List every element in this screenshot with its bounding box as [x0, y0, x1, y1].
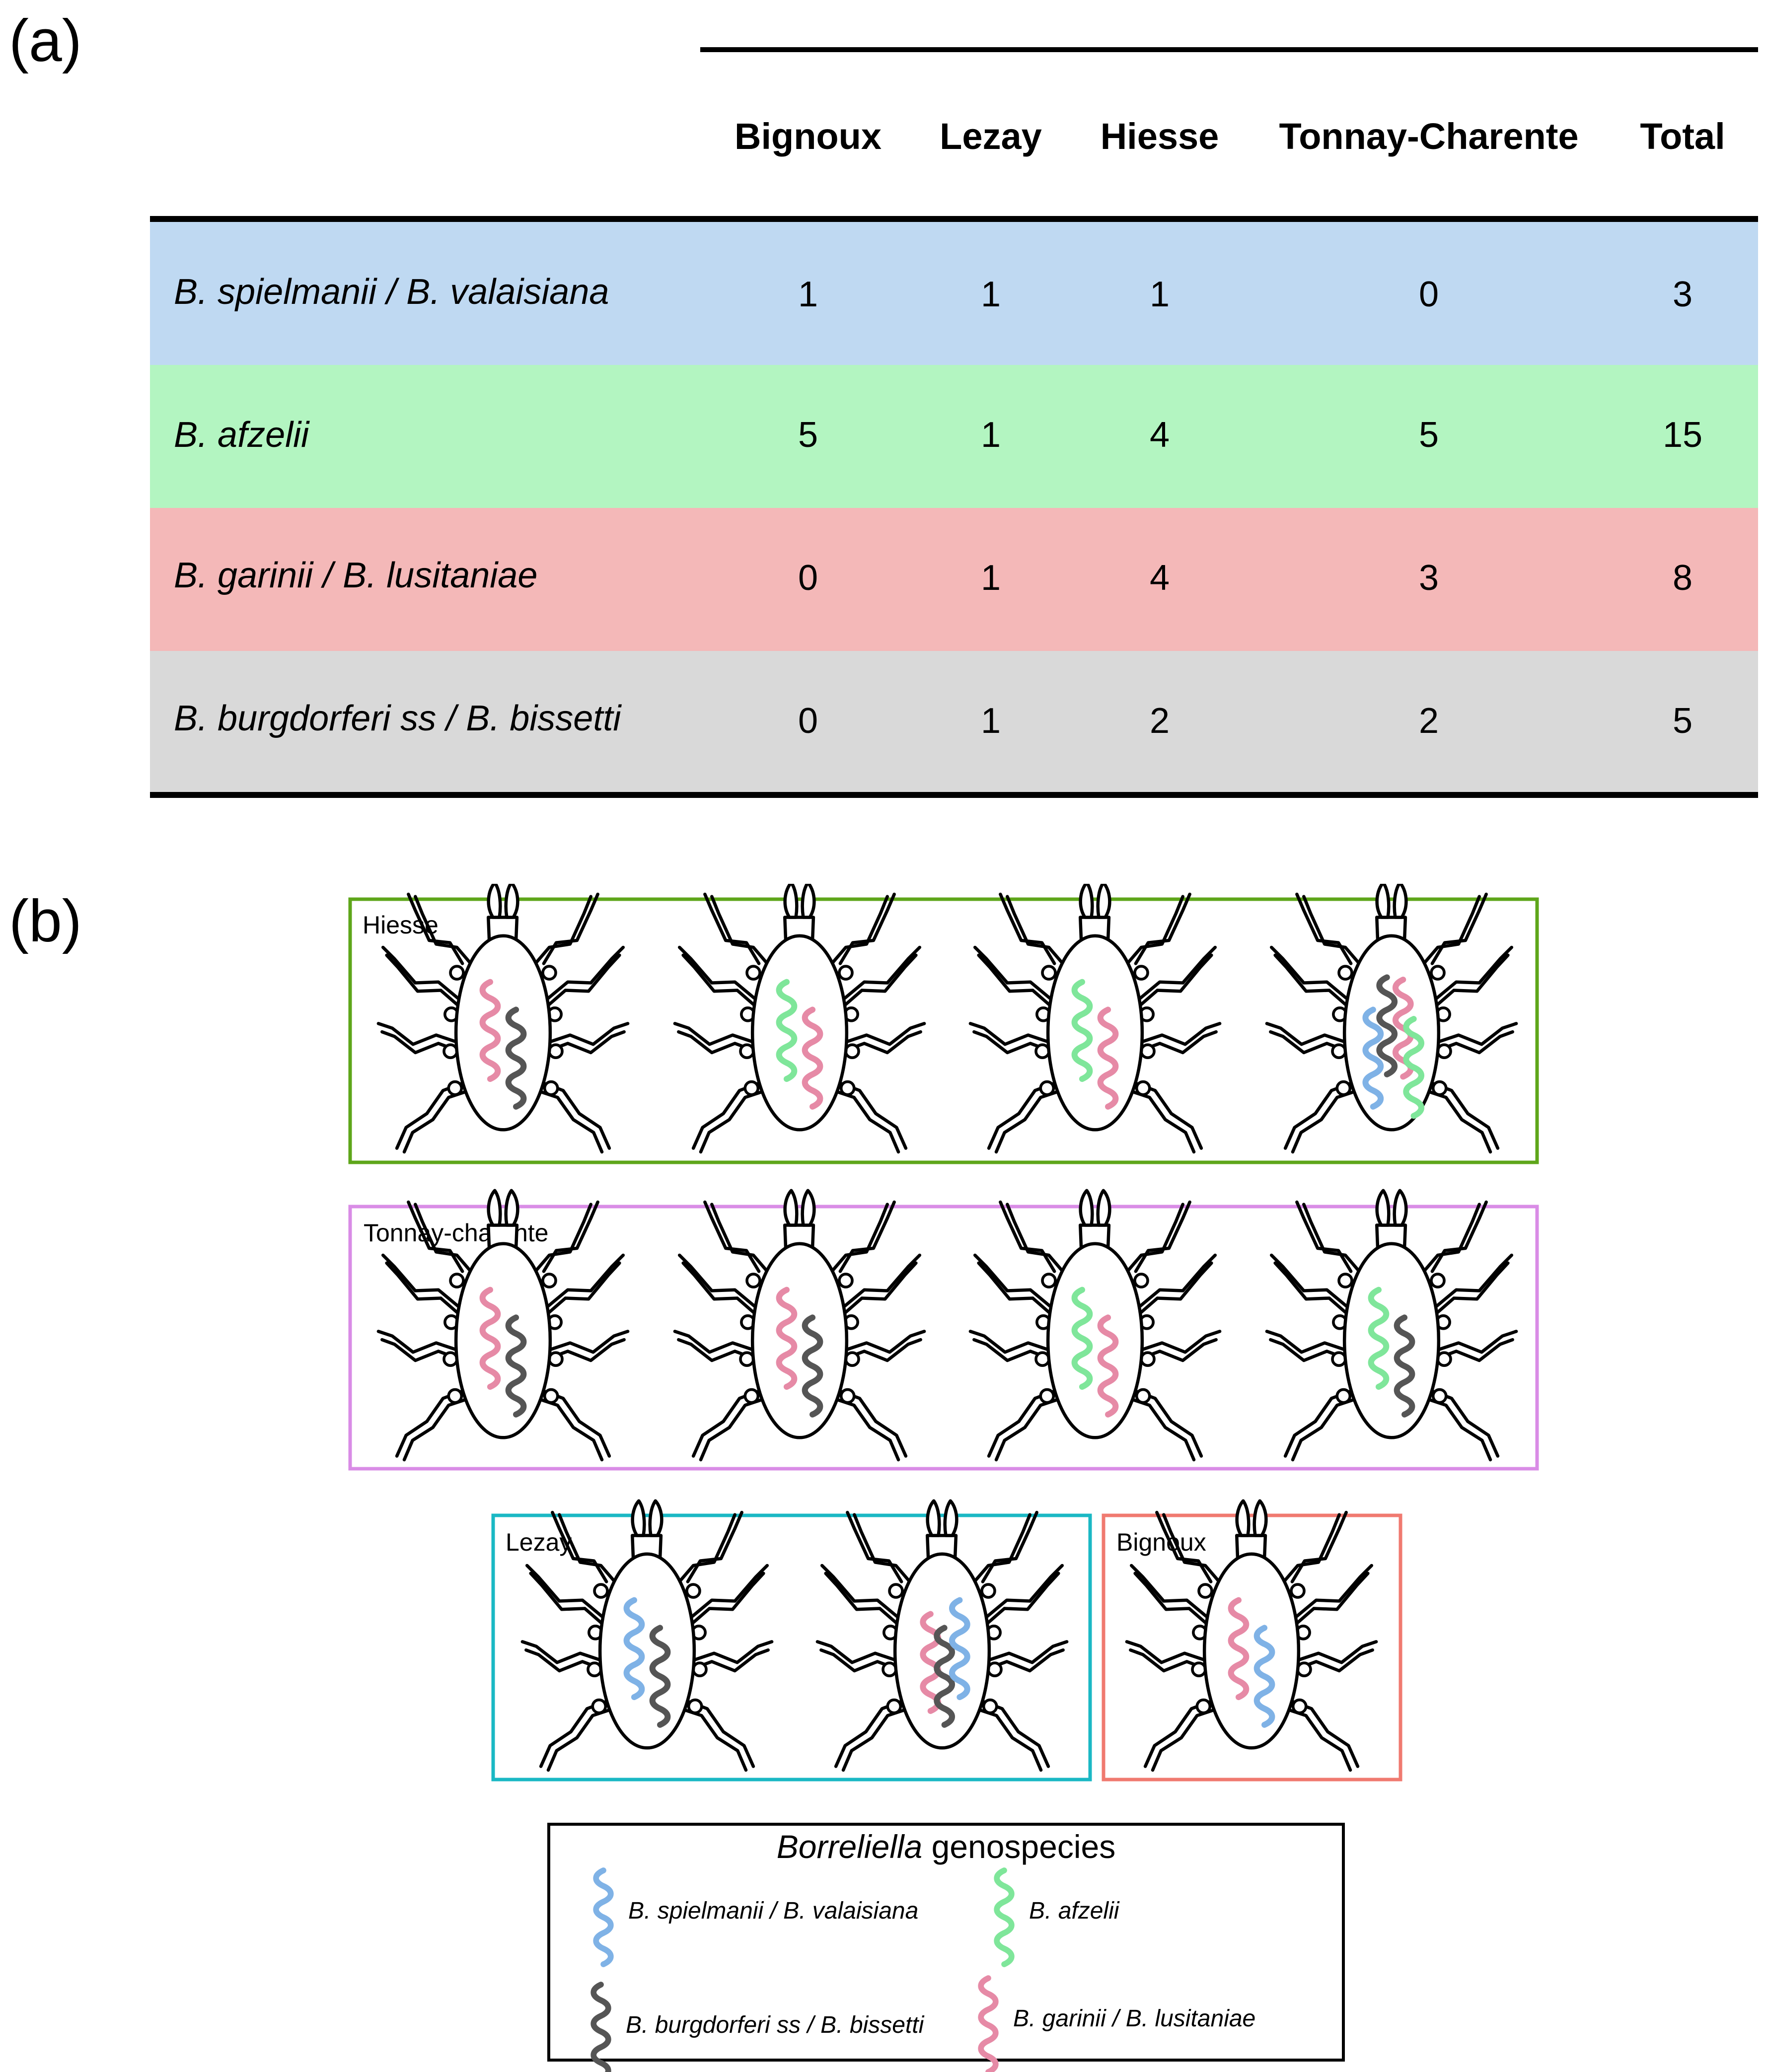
tick-icon	[970, 884, 1220, 1152]
tick-diagram-canvas: Hiesse Tonnay-charente Lezay Bignoux Bor…	[348, 884, 1539, 2072]
tick-icon	[675, 884, 924, 1152]
site-frame-lezay	[491, 1513, 1092, 1782]
column-header-tonnay-charente: Tonnay-Charente	[1279, 116, 1579, 157]
cell-hiesse: 4	[1149, 415, 1170, 455]
cell-tonnay-charente: 3	[1418, 558, 1439, 598]
tick-body	[970, 884, 1220, 1152]
panel-b-label: (b)	[9, 888, 82, 954]
cell-bignoux: 0	[798, 701, 818, 741]
cell-tonnay-charente: 5	[1418, 415, 1439, 455]
cell-total: 8	[1672, 558, 1693, 598]
table-row: B. afzelii 5 1 4 5 15	[150, 365, 1758, 508]
row-name: B. afzelii	[174, 415, 309, 455]
cell-hiesse: 4	[1149, 558, 1170, 598]
tick-body	[675, 884, 924, 1152]
legend-label-garinii_lusitaniae: B. garinii / B. lusitaniae	[1013, 2005, 1255, 2032]
legend-label-afzelii: B. afzelii	[1029, 1898, 1120, 1924]
genospecies-count-table: Bignoux Lezay Hiesse Tonnay-Charente Tot…	[0, 0, 1768, 804]
tick-icon	[1267, 884, 1516, 1152]
site-frame-tonnay-charente	[348, 1205, 1539, 1471]
tick-icon	[970, 1191, 1220, 1460]
cell-lezay: 1	[980, 558, 1001, 598]
site-frame-bignoux	[1102, 1513, 1402, 1782]
legend-title-rest: genospecies	[922, 1828, 1115, 1865]
column-header-total: Total	[1640, 116, 1725, 157]
cell-tonnay-charente: 2	[1418, 701, 1439, 741]
row-name: B. burgdorferi ss / B. bissetti	[174, 699, 621, 738]
cell-total: 5	[1672, 701, 1693, 741]
column-header-hiesse: Hiesse	[1100, 116, 1219, 157]
cell-lezay: 1	[980, 701, 1001, 741]
tick-body	[970, 1191, 1220, 1460]
tick-body	[1267, 1191, 1516, 1460]
site-label-bignoux: Bignoux	[1116, 1528, 1206, 1556]
tick-icon	[817, 1501, 1067, 1770]
legend-label-burgdorferi_bissetti: B. burgdorferi ss / B. bissetti	[626, 2012, 925, 2038]
table-header-rule	[150, 216, 1758, 222]
tick-body	[675, 1191, 924, 1460]
tick-body	[1267, 884, 1516, 1152]
legend-box	[547, 1823, 1345, 2062]
cell-bignoux: 1	[798, 275, 818, 314]
cell-bignoux: 0	[798, 558, 818, 598]
column-header-lezay: Lezay	[940, 116, 1042, 157]
row-name: B. spielmanii / B. valaisiana	[174, 272, 609, 312]
tick-body	[817, 1501, 1067, 1770]
cell-hiesse: 2	[1149, 701, 1170, 741]
table-bottom-rule	[150, 792, 1758, 798]
tick-icon	[675, 1191, 924, 1460]
cell-tonnay-charente: 0	[1418, 275, 1439, 314]
cell-total: 15	[1662, 415, 1703, 455]
cell-lezay: 1	[980, 275, 1001, 314]
cell-bignoux: 5	[798, 415, 818, 455]
tick-icon	[1267, 1191, 1516, 1460]
cell-hiesse: 1	[1149, 275, 1170, 314]
column-header-bignoux: Bignoux	[735, 116, 882, 157]
panel-a-label: (a)	[9, 7, 82, 74]
legend-items: B. spielmanii / B. valaisiana B. afzeliiB…	[593, 1870, 1255, 2072]
cell-lezay: 1	[980, 415, 1001, 455]
cell-total: 3	[1672, 275, 1693, 314]
legend-label-spielmanii_valaisiana: B. spielmanii / B. valaisiana	[628, 1898, 918, 1924]
legend-title: Borreliella genospecies	[777, 1828, 1115, 1865]
legend-title-genus: Borreliella	[777, 1828, 922, 1865]
table-top-rule	[700, 47, 1758, 52]
row-name: B. garinii / B. lusitaniae	[174, 556, 538, 595]
table-row: B. spielmanii / B. valaisiana 1 1 1 0 3	[150, 222, 1758, 365]
table-row: B. burgdorferi ss / B. bissetti 0 1 2 2 …	[150, 651, 1758, 794]
site-frame-hiesse	[348, 897, 1539, 1164]
ticks-layer	[378, 884, 1516, 1770]
site-label-tonnay-charente: Tonnay-charente	[364, 1219, 548, 1247]
tick-diagram: Hiesse Tonnay-charente Lezay Bignoux Bor…	[0, 884, 1768, 2072]
table-row: B. garinii / B. lusitaniae 0 1 4 3 8	[150, 508, 1758, 651]
